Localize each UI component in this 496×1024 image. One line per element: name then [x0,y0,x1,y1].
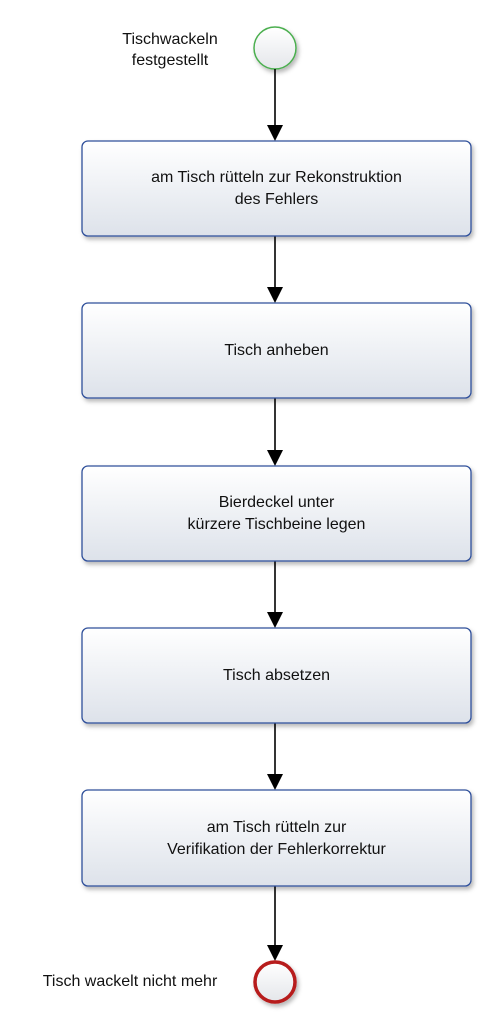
task-1-label: am Tisch rütteln zur Rekonstruktion des … [82,167,471,211]
end-event-label: Tisch wackelt nicht mehr [42,973,218,990]
task-3-label: Bierdeckel unter kürzere Tischbeine lege… [82,492,471,536]
start-event-label-line-1: Tischwackeln [122,31,218,48]
start-event-label-line-2: festgestellt [131,52,209,69]
task-4-label-line-1: Tisch absetzen [222,667,330,684]
connector-start-to-task-1 [267,69,283,141]
connector-task-2-to-task-3 [267,398,283,466]
start-event [253,26,297,70]
task-3-label-line-1: Bierdeckel unter [218,494,335,511]
task-4-box [81,627,472,724]
connector-task-5-to-end [267,886,283,961]
task-4-label: Tisch absetzen [82,665,471,687]
task-2-label: Tisch anheben [82,340,471,362]
task-2-box [81,302,472,399]
start-event-label: Tischwackeln festgestellt [100,29,240,71]
task-2-label-line-1: Tisch anheben [224,342,329,359]
task-1-box [81,140,472,237]
connector-task-1-to-task-2 [267,236,283,303]
end-event [253,960,297,1004]
task-3-box [81,465,472,562]
task-1-label-line-2: des Fehlers [234,191,319,208]
task-5-label-line-2: Verifikation der Fehlerkorrektur [167,841,386,858]
task-5-box [81,789,472,887]
connector-task-3-to-task-4 [267,561,283,628]
task-5-label: am Tisch rütteln zur Verifikation der Fe… [82,817,471,861]
task-5-label-line-1: am Tisch rütteln zur [206,819,347,836]
task-3-label-line-2: kürzere Tischbeine legen [187,516,366,533]
task-1-label-line-1: am Tisch rütteln zur Rekonstruktion [151,169,402,186]
connector-task-4-to-task-5 [267,723,283,790]
